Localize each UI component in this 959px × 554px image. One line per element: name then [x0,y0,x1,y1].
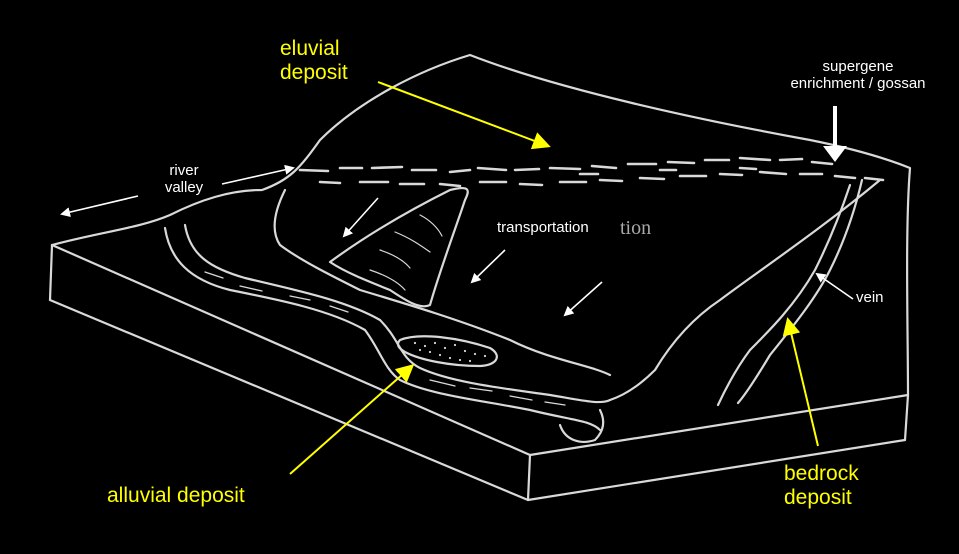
arrow-alluvial [290,366,412,474]
talus-fan [330,188,468,306]
terrain-ridge [52,55,910,395]
block-right-edge [905,395,908,440]
river-mouth [560,410,603,442]
label-bedrock-line2: deposit [784,486,859,510]
label-eluvial-line2: deposit [280,61,348,85]
arrow-vein [817,274,853,299]
valley-slope [275,190,610,375]
arrow-bedrock [788,320,818,446]
label-river-line1: river [152,162,216,179]
label-alluvial-deposit: alluvial deposit [107,484,245,508]
label-supergene-line2: enrichment / gossan [777,75,939,92]
label-eluvial-line1: eluvial [280,37,348,61]
label-transportation-ghost: tion [620,217,651,240]
arrow-eluvial [378,82,548,146]
river-bank-outer [165,228,600,430]
label-eluvial-deposit: eluvial deposit [280,37,348,85]
block-corner-edge [528,455,530,500]
block-front-top-edge [52,245,908,455]
label-supergene: supergene enrichment / gossan [777,58,939,93]
river-bank-inner [185,225,610,402]
arrow-transport-1 [344,198,378,236]
label-supergene-line1: supergene [777,58,939,75]
label-transportation: transportation [497,219,589,236]
arrow-transport-2 [472,250,505,282]
placer-lens [398,336,497,366]
label-vein: vein [856,289,884,306]
label-river-line2: valley [152,179,216,196]
arrow-transport-3 [565,282,602,315]
arrow-supergene-head [823,146,847,162]
label-river-valley: river valley [152,162,216,197]
label-bedrock-deposit: bedrock deposit [784,462,859,510]
arrow-river-valley-left [62,196,138,214]
block-left-edge [50,245,52,300]
label-bedrock-line1: bedrock [784,462,859,486]
eluvial-weathering-horizon [300,158,883,186]
